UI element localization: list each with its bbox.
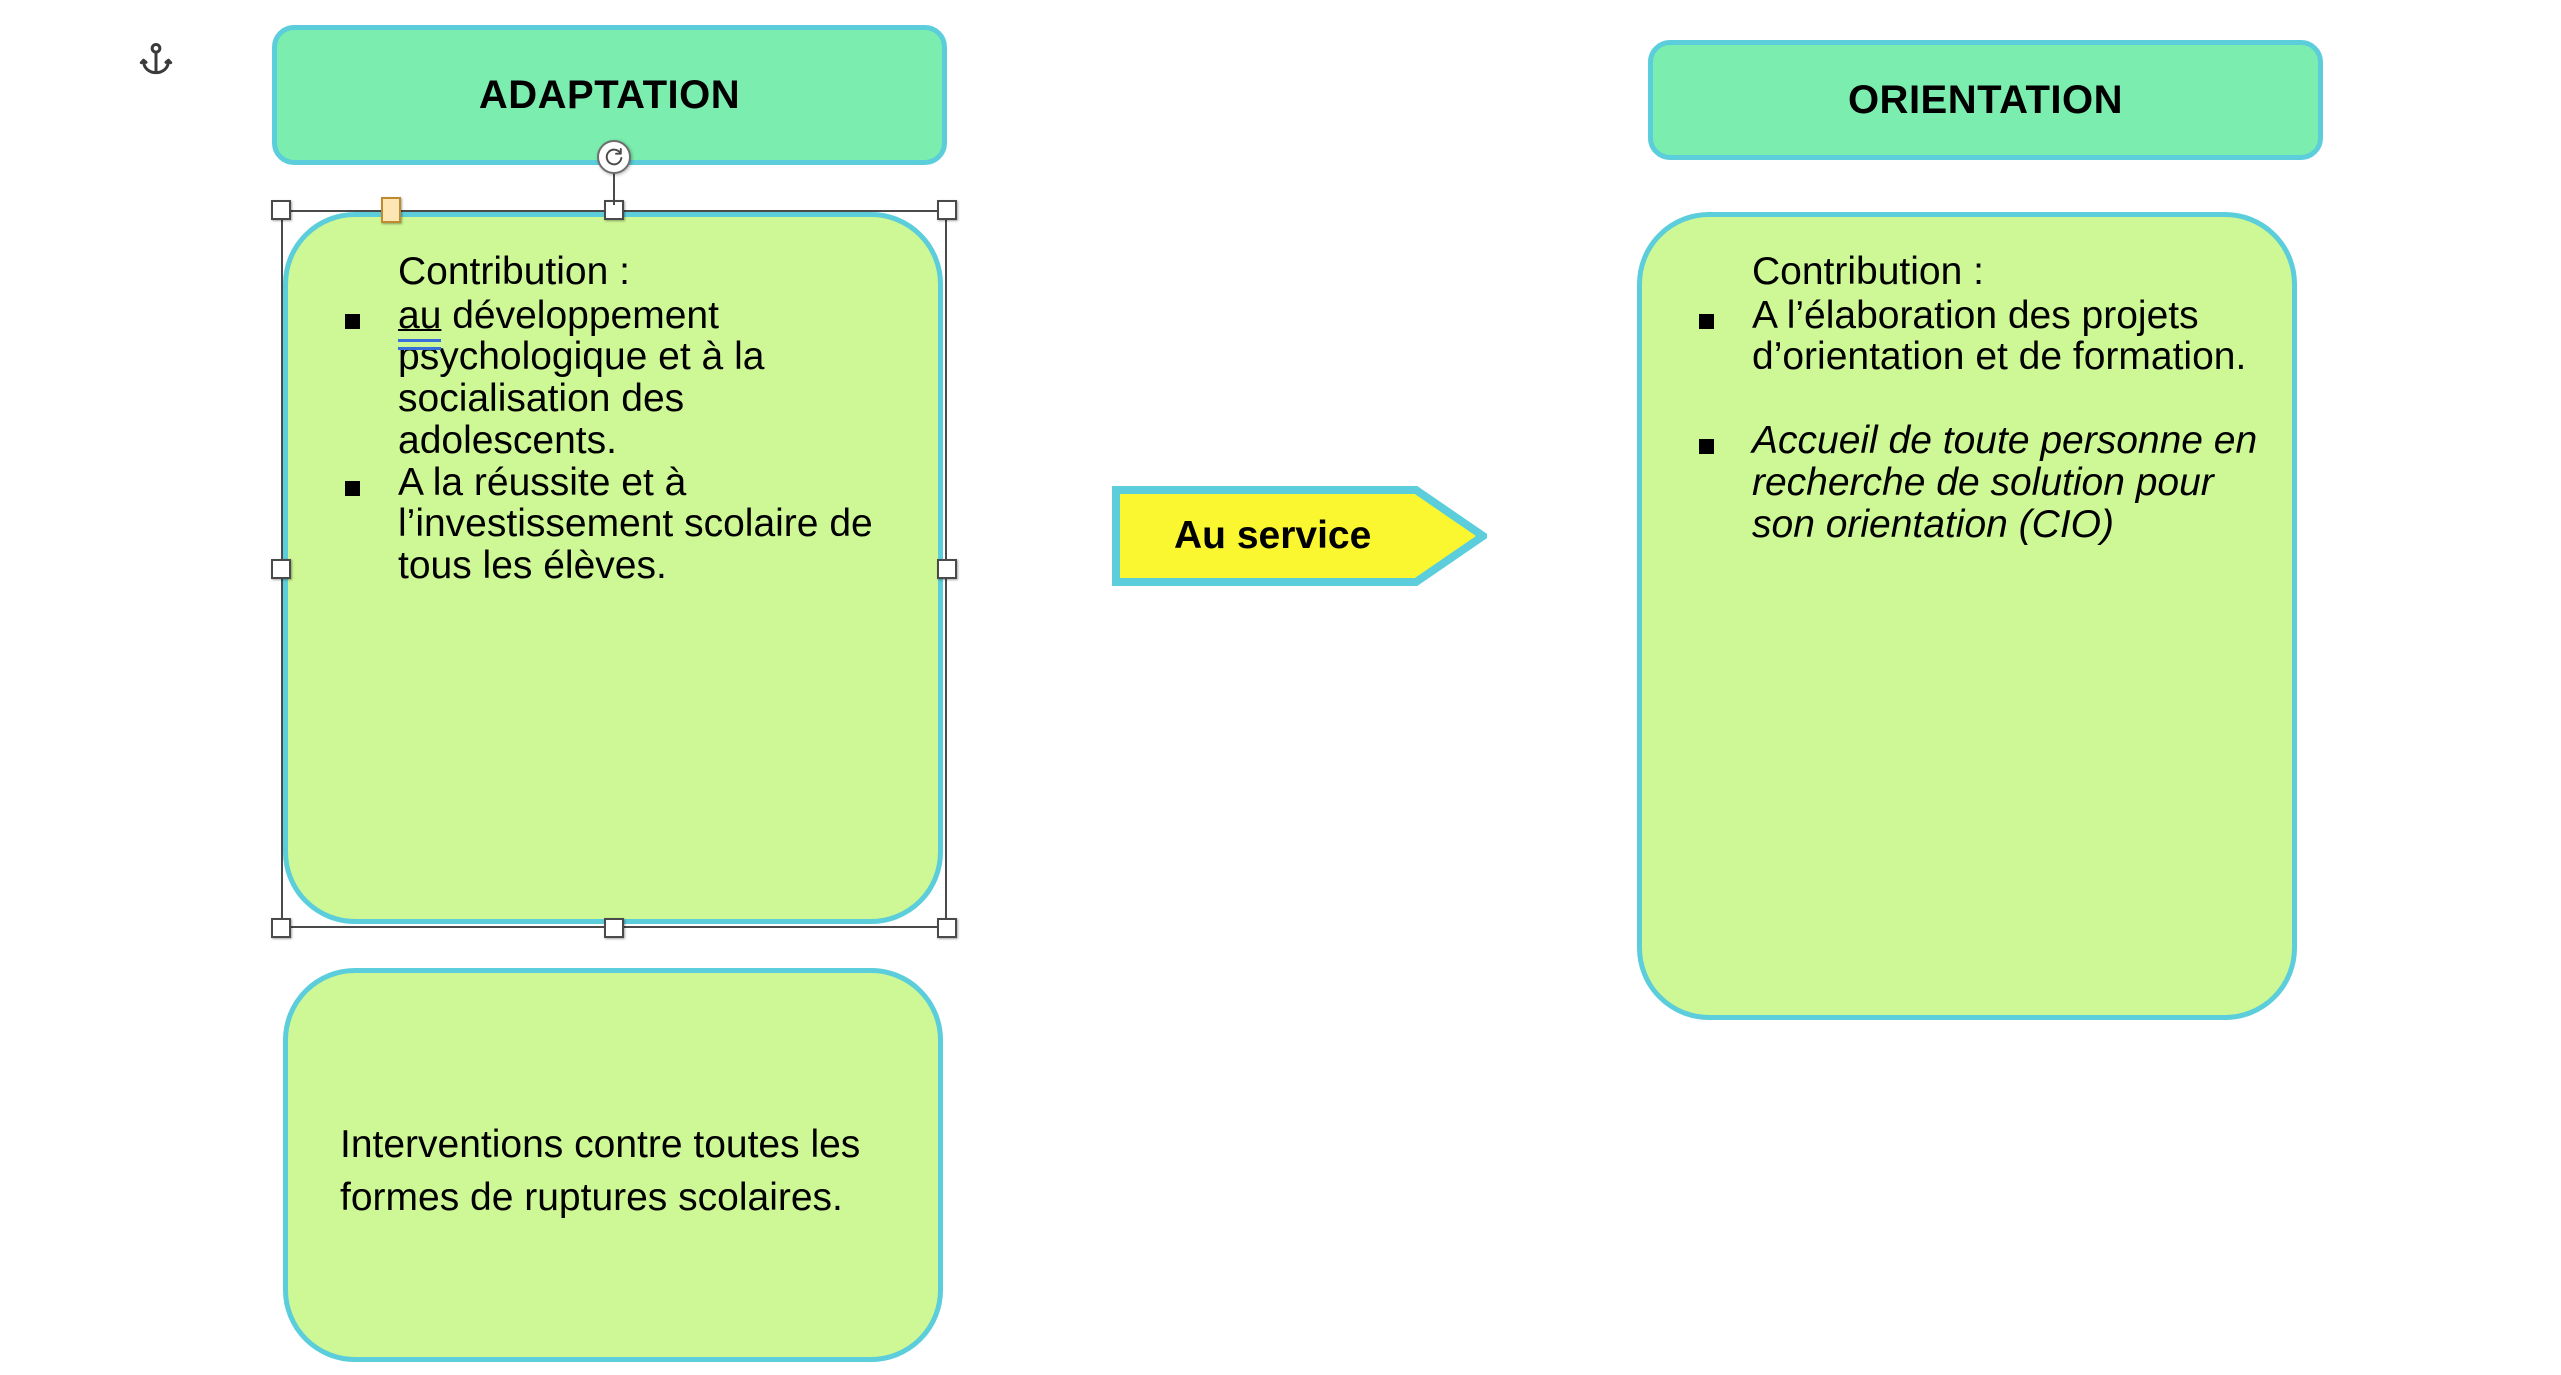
bullet-text: A l’élaboration des projets d’orientatio… (1752, 293, 2247, 379)
selection-handle-middle-left[interactable] (271, 559, 291, 579)
right-header-title: ORIENTATION (1847, 77, 2124, 122)
left-footer-text: Interventions contre toutes les formes d… (340, 1123, 861, 1219)
left-content-text: Contribution : au développement psycholo… (288, 217, 938, 607)
left-content-box[interactable]: Contribution : au développement psycholo… (283, 212, 943, 924)
selection-handle-middle-right[interactable] (937, 559, 957, 579)
left-header-title: ADAPTATION (478, 72, 741, 117)
bullet-text: développement psychologique et à la soci… (398, 293, 765, 462)
list-item: au développement psychologique et à la s… (318, 293, 908, 462)
right-header-box[interactable]: ORIENTATION (1648, 40, 2323, 160)
list-item: A la réussite et à l’investissement scol… (318, 460, 908, 588)
left-content-lead: Contribution : (398, 250, 630, 293)
selection-handle-top-left[interactable] (271, 200, 291, 220)
left-bullet-list: au développement psychologique et à la s… (318, 293, 908, 588)
right-bullet-list: A l’élaboration des projets d’orientatio… (1672, 293, 2262, 546)
bullet-text: A la réussite et à l’investissement scol… (398, 460, 873, 588)
right-content-lead: Contribution : (1752, 250, 1984, 293)
rotate-handle-stem (613, 173, 615, 205)
spellcheck-word[interactable]: au (398, 293, 442, 337)
right-content-box[interactable]: Contribution : A l’élaboration des proje… (1637, 212, 2297, 1020)
anchor-icon[interactable] (136, 40, 176, 80)
selection-handle-bottom-center[interactable] (604, 918, 624, 938)
connector-arrow-label: Au service (1174, 514, 1372, 557)
rotate-icon[interactable] (597, 140, 631, 174)
selection-handle-top-right[interactable] (937, 200, 957, 220)
bullet-text: Accueil de toute personne en recherche d… (1752, 419, 2258, 546)
left-footer-box[interactable]: Interventions contre toutes les formes d… (283, 968, 943, 1362)
selection-handle-bottom-right[interactable] (937, 918, 957, 938)
left-footer-text-wrap: Interventions contre toutes les formes d… (288, 1085, 938, 1244)
right-content-text: Contribution : A l’élaboration des proje… (1642, 217, 2292, 565)
connector-arrow[interactable]: Au service (1112, 486, 1487, 586)
list-item: Accueil de toute personne en recherche d… (1672, 420, 2262, 545)
corner-radius-adjust-handle[interactable] (381, 197, 401, 223)
selection-handle-bottom-left[interactable] (271, 918, 291, 938)
list-item: A l’élaboration des projets d’orientatio… (1672, 293, 2262, 379)
